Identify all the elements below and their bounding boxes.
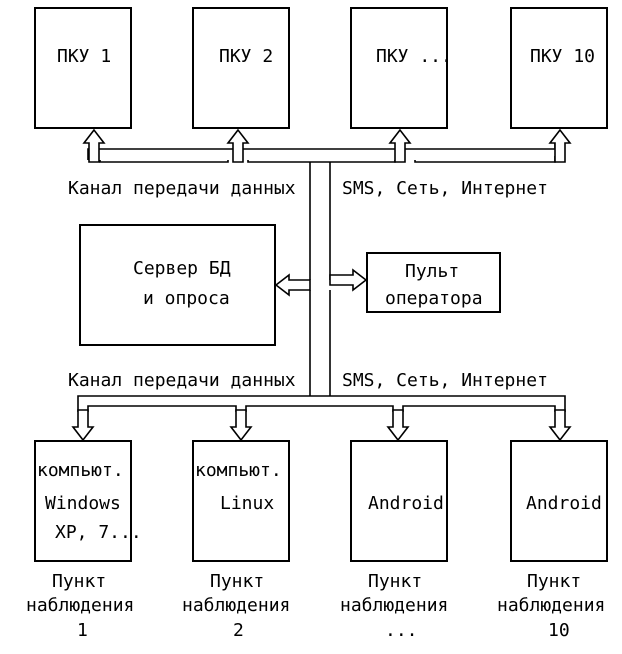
arrow-up-pku-3 (388, 128, 412, 163)
pku-box-4 (510, 7, 608, 129)
device-1-line-2: Windows (45, 493, 121, 514)
channel-label-top: Канал передачи данных (68, 178, 296, 199)
device-box-3 (350, 440, 448, 562)
pku-label-3: ПКУ ... (376, 46, 452, 67)
top-bus (87, 141, 556, 163)
network-label-top: SMS, Сеть, Интернет (342, 178, 548, 199)
bottom-bus (77, 395, 566, 412)
device-1-line-1: компьют. (37, 460, 124, 481)
point-2-line-1: Пункт (210, 571, 264, 592)
server-box: Сервер БД и опроса (79, 224, 276, 346)
pku-label-4: ПКУ 10 (530, 46, 595, 67)
bottom-arrows (71, 409, 572, 442)
device-2-line-1: компьют. (195, 460, 282, 481)
channel-label-bottom: Канал передачи данных (68, 370, 296, 391)
trunk (309, 162, 331, 396)
device-box-1 (34, 440, 132, 562)
point-2-line-2: наблюдения (182, 595, 290, 616)
arrow-down-device-4 (548, 409, 572, 442)
arrow-to-console (329, 268, 368, 292)
pku-box-3 (350, 7, 448, 129)
pku-label-2: ПКУ 2 (219, 46, 273, 67)
point-3-line-1: Пункт (368, 571, 422, 592)
pku-box-1 (34, 7, 132, 129)
device-box-2 (192, 440, 290, 562)
pku-label-1: ПКУ 1 (57, 46, 111, 67)
device-4-line-1: Android (526, 493, 602, 514)
point-1-line-1: Пункт (52, 571, 106, 592)
arrow-down-device-1 (71, 409, 95, 442)
point-1-line-2: наблюдения (26, 595, 134, 616)
server-label-line-2: и опроса (143, 288, 230, 309)
device-3-line-1: Android (368, 493, 444, 514)
arrow-up-pku-4 (548, 128, 572, 163)
point-4-line-2: наблюдения (497, 595, 605, 616)
pku-boxes: ПКУ 1 ПКУ 2 ПКУ ... ПКУ 10 (34, 7, 608, 129)
top-arrows (82, 128, 572, 163)
arrow-to-server (274, 273, 311, 297)
network-label-bottom: SMS, Сеть, Интернет (342, 370, 548, 391)
arrow-down-device-3 (386, 409, 410, 442)
point-1-line-3: 1 (77, 620, 88, 641)
console-label-line-2: оператора (385, 288, 483, 309)
console-box: Пульт оператора (366, 252, 501, 313)
arrow-up-pku-2 (226, 128, 250, 163)
point-4-line-1: Пункт (527, 571, 581, 592)
point-3-line-3: ... (385, 620, 418, 641)
device-2-line-2: Linux (220, 493, 274, 514)
point-2-line-3: 2 (233, 620, 244, 641)
console-label-line-1: Пульт (405, 261, 459, 282)
observation-points: Пункт наблюдения 1 Пункт наблюдения 2 Пу… (26, 571, 605, 641)
device-boxes: компьют. Windows XP, 7... компьют. Linux… (34, 440, 608, 562)
device-box-4 (510, 440, 608, 562)
arrow-up-pku-1 (82, 128, 106, 163)
server-label-line-1: Сервер БД (133, 258, 231, 279)
point-3-line-2: наблюдения (340, 595, 448, 616)
arrow-down-device-2 (229, 409, 253, 442)
point-4-line-3: 10 (548, 620, 570, 641)
pku-box-2 (192, 7, 290, 129)
device-1-line-3: XP, 7... (55, 522, 142, 543)
